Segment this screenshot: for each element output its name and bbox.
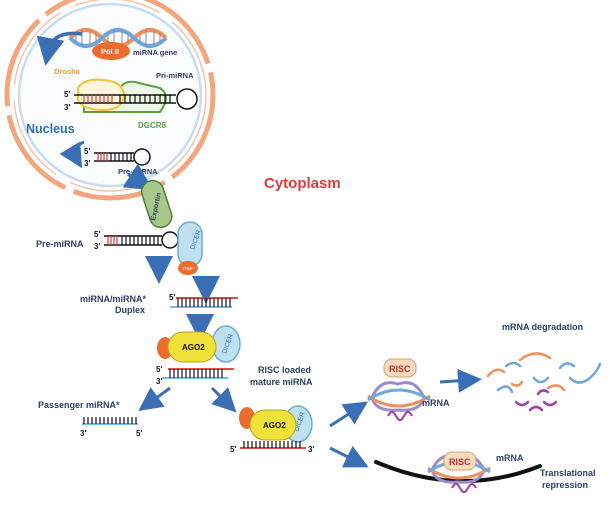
translational-repression-line2: repression — [542, 480, 588, 490]
ago2-label-2: AGO2 — [263, 421, 286, 430]
dgcr8-label: DGCR8 — [138, 121, 167, 130]
ago2-protein-2 — [249, 409, 297, 441]
drosha-label: Drosha — [54, 67, 81, 76]
passenger-5prime: 5' — [136, 429, 142, 438]
pre-nuc-3prime: 3' — [84, 159, 90, 168]
arrow-to-passenger — [138, 386, 171, 412]
exportin-protein — [140, 179, 173, 229]
pre-cyto-5prime: 5' — [94, 230, 100, 239]
translational-repression-line1: Translational — [540, 468, 596, 478]
mature-mirna-strand — [240, 441, 306, 449]
cytoplasm-label: Cytoplasm — [264, 175, 341, 192]
processing-arrow — [59, 140, 85, 169]
mrna-label-1: mRNA — [422, 398, 450, 408]
export-arrow — [122, 163, 154, 191]
pri-5prime: 5' — [64, 90, 70, 99]
pri-mirna-label: Pri-miRNA — [156, 71, 194, 80]
ago2-label-1: AGO2 — [182, 343, 205, 352]
duplex-label-line2: Duplex — [115, 305, 145, 315]
pre-mirna-cyto-label: Pre-miRNA — [36, 239, 84, 249]
risc-label-2: RISC — [449, 457, 471, 467]
risc-complex-1 — [367, 358, 431, 421]
nucleus-label: Nucleus — [26, 122, 75, 136]
pre-nuc-5prime: 5' — [84, 147, 90, 156]
pre-mirna-nuclear-hairpin — [94, 148, 151, 166]
mirna-duplex — [170, 297, 238, 308]
pol-ii-enzyme — [92, 42, 130, 60]
arrow-to-repression-risc — [329, 445, 369, 468]
pre-mirna-cyto-hairpin — [104, 231, 179, 249]
transcription-arrow — [36, 31, 83, 66]
passenger-strand — [82, 417, 138, 425]
mature-3prime: 3' — [308, 445, 314, 454]
pre-mirna-nuclear-label: Pre-miRNA — [118, 167, 158, 176]
risc-label-1: RISC — [389, 364, 411, 374]
duplex-label-line1: miRNA/miRNA* — [80, 294, 147, 304]
trbp-protein-1 — [178, 261, 198, 275]
arrow-to-risc-loaded — [210, 386, 237, 413]
risc-complex-2 — [427, 451, 491, 493]
ago2-3prime: 3' — [156, 377, 162, 386]
pri-mirna-hairpin — [74, 88, 198, 110]
ago2-5prime: 5' — [156, 365, 162, 374]
pre-cyto-3prime: 3' — [94, 242, 100, 251]
ago2-duplex — [162, 368, 234, 379]
mature-5prime: 5' — [230, 445, 236, 454]
pri-3prime: 3' — [64, 103, 70, 112]
passenger-3prime: 3' — [80, 429, 86, 438]
mrna-label-2: mRNA — [496, 453, 524, 463]
degraded-mrna-fragments — [486, 352, 602, 412]
risc-loaded-label-line2: mature miRNA — [250, 377, 313, 387]
pol-ii-label: Pol II — [101, 47, 119, 56]
arrow-degradation — [439, 368, 482, 393]
mrna-degradation-label: mRNA degradation — [502, 322, 583, 332]
trbp-label-1: TRBP — [182, 266, 194, 271]
mirna-gene-label: miRNA gene — [133, 48, 177, 57]
ago2-protein-1 — [167, 331, 217, 363]
passenger-label: Passenger miRNA* — [38, 400, 120, 410]
arrow-to-degradation-risc — [329, 401, 369, 428]
risc-loaded-label-line1: RISC loaded — [258, 365, 311, 375]
duplex-5prime: 5' — [169, 293, 175, 302]
